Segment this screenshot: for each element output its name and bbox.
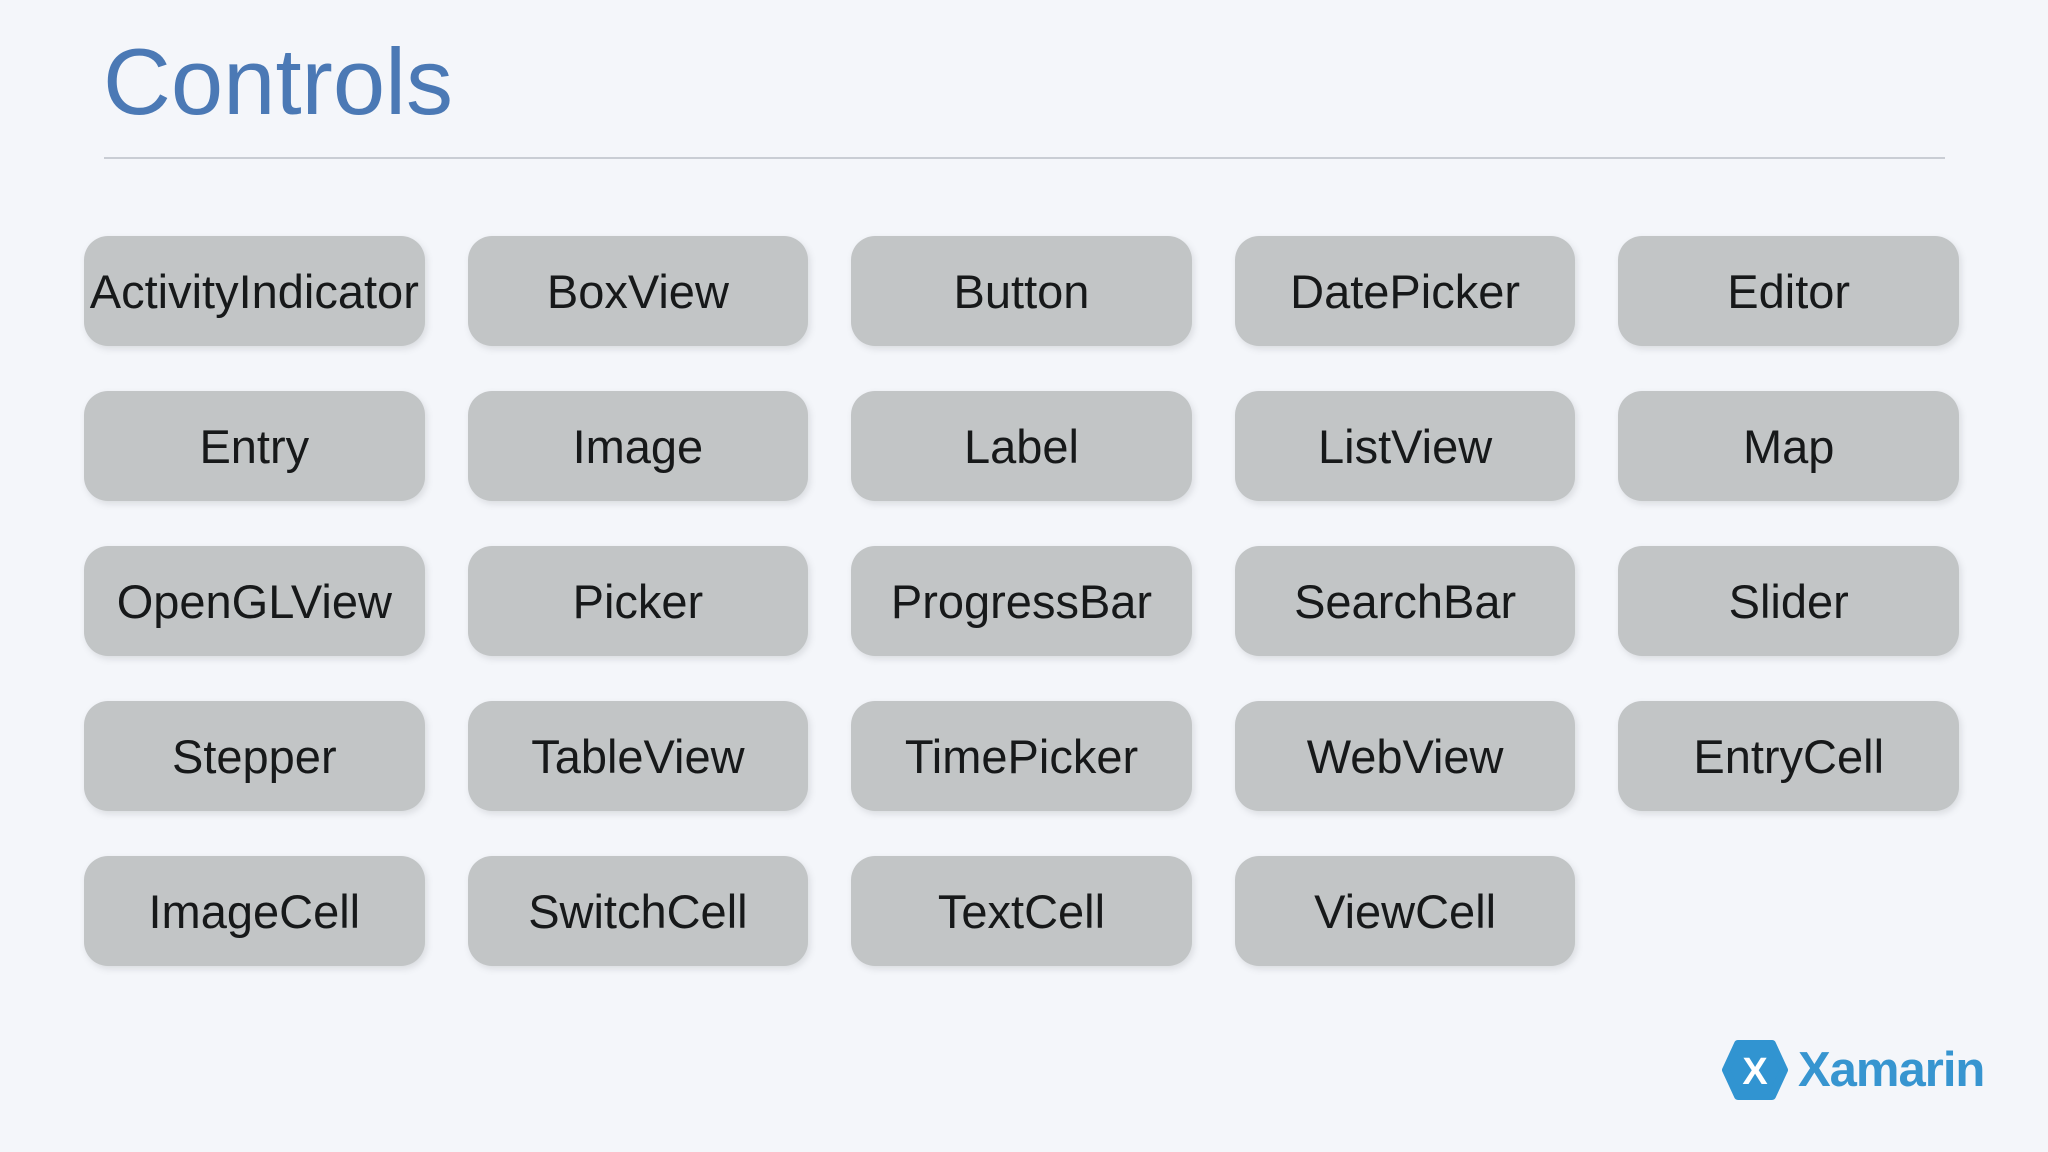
control-button-listview[interactable]: ListView <box>1234 391 1576 501</box>
xamarin-logo: X Xamarin <box>1722 1040 1985 1100</box>
control-button-imagecell[interactable]: ImageCell <box>84 856 425 966</box>
control-button-map[interactable]: Map <box>1618 391 1959 501</box>
control-button-switchcell[interactable]: SwitchCell <box>467 856 809 966</box>
control-button-textcell[interactable]: TextCell <box>851 856 1192 966</box>
control-button-button[interactable]: Button <box>851 236 1192 346</box>
control-button-slider[interactable]: Slider <box>1618 546 1959 656</box>
control-button-viewcell[interactable]: ViewCell <box>1234 856 1576 966</box>
control-button-boxview[interactable]: BoxView <box>467 236 809 346</box>
control-button-picker[interactable]: Picker <box>467 546 809 656</box>
control-button-activityindicator[interactable]: ActivityIndicator <box>84 236 425 346</box>
control-button-tableview[interactable]: TableView <box>467 701 809 811</box>
control-button-entry[interactable]: Entry <box>84 391 425 501</box>
control-button-image[interactable]: Image <box>467 391 809 501</box>
control-button-webview[interactable]: WebView <box>1234 701 1576 811</box>
xamarin-wordmark: Xamarin <box>1798 1042 1985 1097</box>
controls-grid: ActivityIndicator BoxView Button DatePicker… <box>84 236 1959 966</box>
control-button-label[interactable]: Label <box>851 391 1192 501</box>
title-divider <box>104 157 1945 159</box>
svg-text:X: X <box>1742 1051 1768 1093</box>
control-button-editor[interactable]: Editor <box>1618 236 1959 346</box>
control-button-datepicker[interactable]: DatePicker <box>1234 236 1576 346</box>
page-title: Controls <box>103 29 454 134</box>
control-button-progressbar[interactable]: ProgressBar <box>851 546 1192 656</box>
control-button-searchbar[interactable]: SearchBar <box>1234 546 1576 656</box>
xamarin-hexagon-icon: X <box>1722 1040 1788 1100</box>
control-button-openglview[interactable]: OpenGLView <box>84 546 425 656</box>
control-button-stepper[interactable]: Stepper <box>84 701 425 811</box>
control-button-entrycell[interactable]: EntryCell <box>1618 701 1959 811</box>
control-button-timepicker[interactable]: TimePicker <box>851 701 1192 811</box>
